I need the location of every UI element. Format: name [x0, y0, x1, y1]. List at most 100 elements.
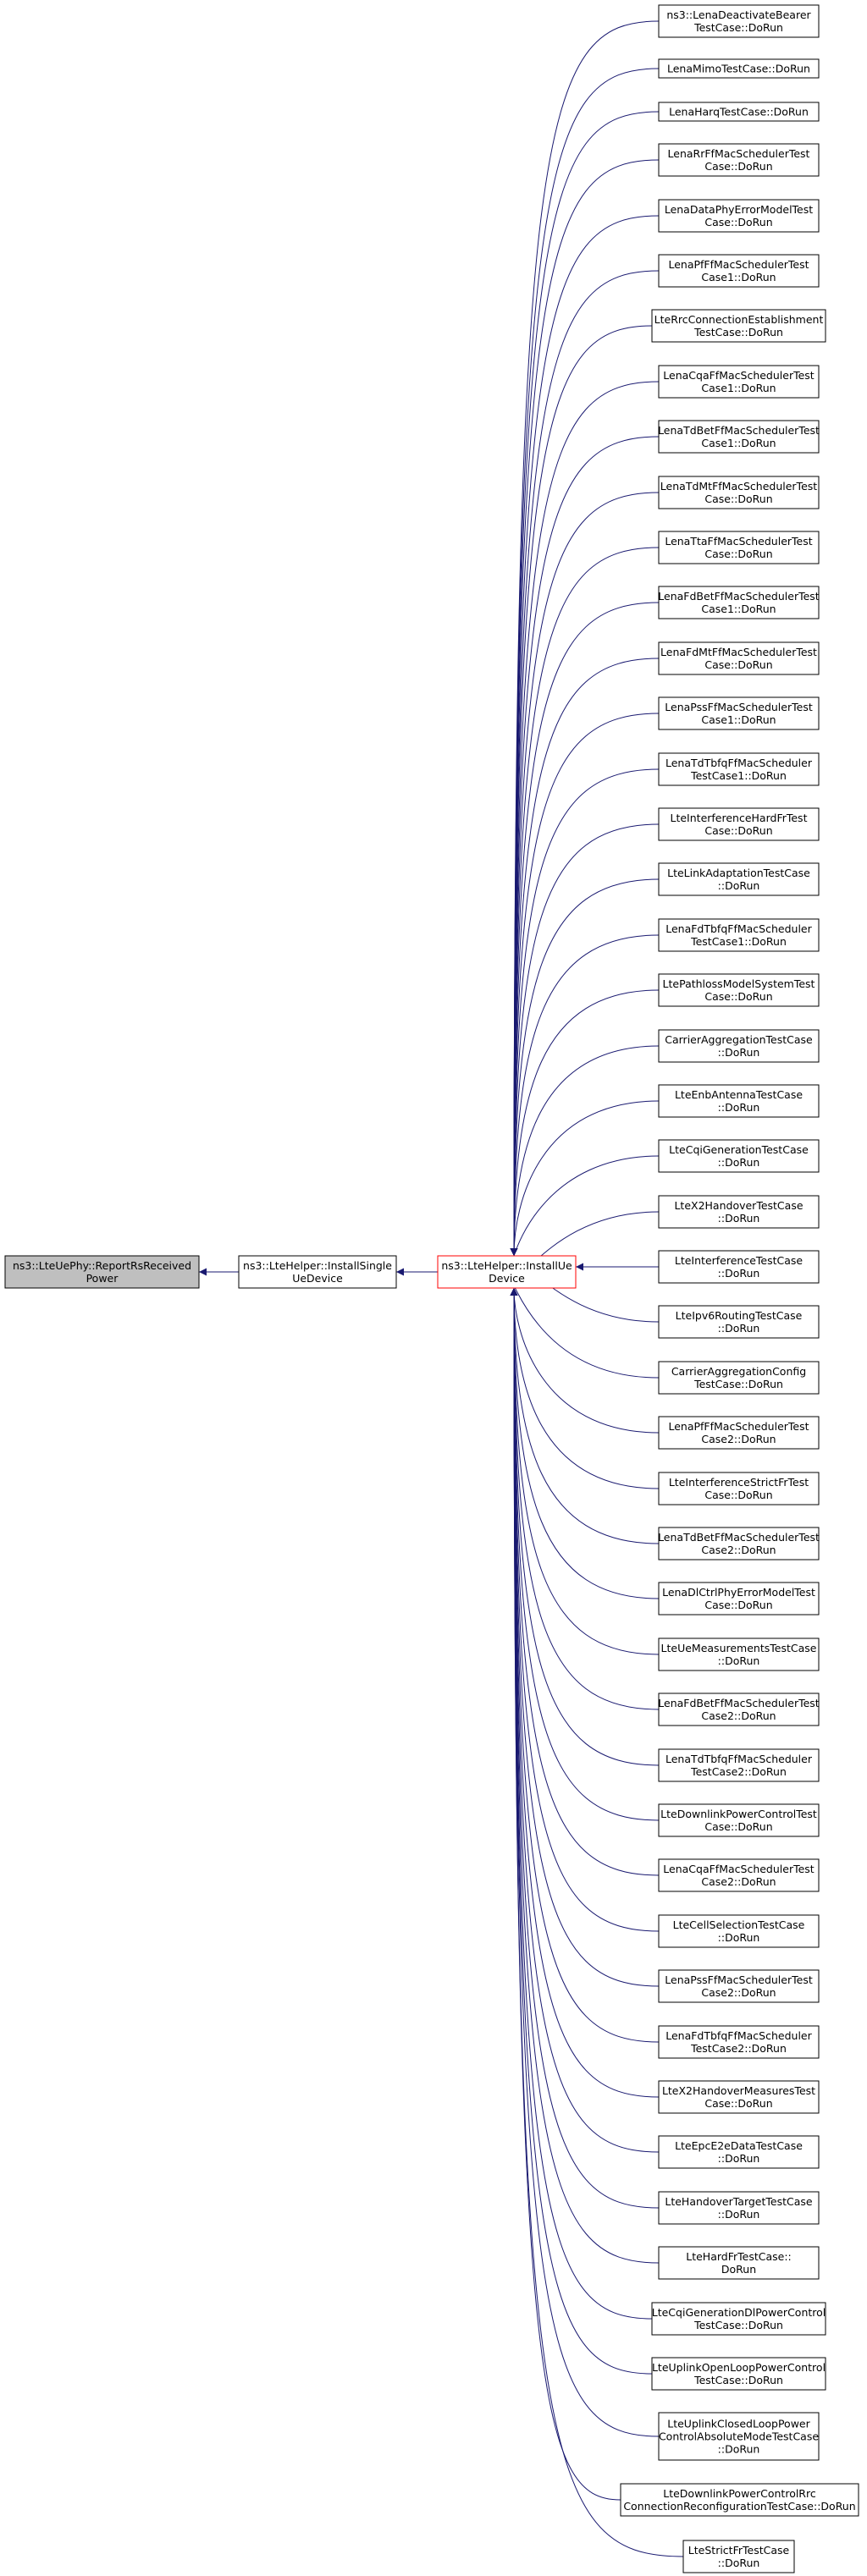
node-caller-c38-label-line: LenaFdTbfqFfMacScheduler	[665, 2029, 812, 2042]
node-caller-c23[interactable]: LteX2HandoverTestCase::DoRun	[658, 1195, 820, 1229]
node-caller-c39-label-line: LteX2HandoverMeasuresTest	[662, 2084, 815, 2097]
node-caller-c18-box	[658, 918, 820, 952]
node-caller-c42[interactable]: LteHardFrTestCase::DoRun	[658, 2246, 820, 2280]
node-report-rs-received-power-label-line: ns3::LteUePhy::ReportRsReceived	[13, 1259, 191, 1272]
edge-c17-to-install-ue	[510, 878, 660, 1257]
node-caller-c08-label-line: Case1::DoRun	[701, 382, 776, 394]
edge-c15-to-install-ue	[510, 768, 660, 1257]
edge-c10-to-install-ue	[510, 492, 660, 1257]
node-caller-c45-label-line: LteUplinkClosedLoopPower	[667, 2418, 810, 2430]
node-caller-c17-label-line: LteLinkAdaptationTestCase	[667, 867, 810, 879]
node-caller-c22[interactable]: LteCqiGenerationTestCase::DoRun	[658, 1139, 820, 1173]
node-caller-c46[interactable]: LteDownlinkPowerControlRrcConnectionReco…	[620, 2483, 859, 2517]
edge-c41-to-install-ue	[510, 1287, 660, 2209]
node-caller-c41-label-line: LteHandoverTargetTestCase	[665, 2195, 813, 2208]
node-caller-c05-label-line: LenaDataPhyErrorModelTest	[665, 203, 813, 216]
node-caller-c09-label-line: LenaTdBetFfMacSchedulerTest	[658, 424, 820, 437]
node-caller-c43-label-line: TestCase::DoRun	[693, 2319, 783, 2331]
node-caller-c07[interactable]: LteRrcConnectionEstablishmentTestCase::D…	[651, 309, 826, 343]
edge-c11-to-install-ue	[510, 547, 660, 1257]
node-caller-c10-box	[658, 476, 820, 509]
node-caller-c36[interactable]: LteCellSelectionTestCase::DoRun	[658, 1914, 820, 1948]
node-caller-c03[interactable]: LenaHarqTestCase::DoRun	[658, 102, 820, 122]
node-caller-c41[interactable]: LteHandoverTargetTestCase::DoRun	[658, 2191, 820, 2225]
edge-c18-to-install-ue	[510, 934, 660, 1257]
node-caller-c19-label-line: Case::DoRun	[704, 990, 772, 1003]
edge-c40-to-install-ue	[510, 1287, 660, 2153]
node-caller-c28-label-line: Case::DoRun	[704, 1489, 772, 1501]
node-caller-c12-box	[658, 586, 820, 619]
node-caller-c14-box	[658, 696, 820, 730]
node-caller-c16-label-line: Case::DoRun	[704, 824, 772, 837]
node-caller-c05-label-line: Case::DoRun	[704, 216, 772, 228]
node-caller-c07-label-line: LteRrcConnectionEstablishment	[654, 313, 824, 326]
node-caller-c19-label-line: LtePathlossModelSystemTest	[663, 977, 815, 990]
node-caller-c21[interactable]: LteEnbAntennaTestCase::DoRun	[658, 1084, 820, 1118]
node-caller-c02-box	[658, 58, 820, 79]
node-caller-c02[interactable]: LenaMimoTestCase::DoRun	[658, 58, 820, 79]
node-caller-c39-label-line: Case::DoRun	[704, 2097, 772, 2110]
node-caller-c04-label-line: Case::DoRun	[704, 160, 772, 173]
node-caller-c45[interactable]: LteUplinkClosedLoopPowerControlAbsoluteM…	[658, 2412, 820, 2461]
node-caller-c29-label-line: LenaTdBetFfMacSchedulerTest	[658, 1531, 820, 1544]
node-caller-c17-label-line: ::DoRun	[718, 879, 760, 892]
node-caller-c24[interactable]: LteInterferenceTestCase::DoRun	[658, 1250, 820, 1284]
node-caller-c40[interactable]: LteEpcE2eDataTestCase::DoRun	[658, 2135, 820, 2169]
node-caller-c22-box	[658, 1139, 820, 1173]
node-caller-c31[interactable]: LteUeMeasurementsTestCase::DoRun	[658, 1638, 820, 1671]
node-caller-c32-label-line: LenaFdBetFfMacSchedulerTest	[658, 1697, 820, 1709]
edge-c43-to-install-ue	[510, 1287, 653, 2320]
edge-c12-to-install-ue	[510, 602, 660, 1257]
edge-c03-to-install-ue	[510, 111, 660, 1257]
edge-c01-to-install-ue	[510, 20, 660, 1257]
node-caller-c23-box	[658, 1195, 820, 1229]
node-caller-c31-label-line: LteUeMeasurementsTestCase	[661, 1642, 817, 1654]
node-caller-c25[interactable]: LteIpv6RoutingTestCase::DoRun	[658, 1305, 820, 1339]
node-caller-c27-box	[658, 1416, 820, 1450]
edge-c07-to-install-ue	[510, 325, 653, 1257]
node-caller-c13-label-line: Case::DoRun	[704, 658, 772, 671]
node-caller-c01-label-line: TestCase::DoRun	[693, 21, 783, 34]
node-caller-c43[interactable]: LteCqiGenerationDlPowerControlTestCase::…	[651, 2302, 826, 2336]
node-caller-c44[interactable]: LteUplinkOpenLoopPowerControlTestCase::D…	[651, 2357, 826, 2391]
node-caller-c14-label-line: Case1::DoRun	[701, 713, 776, 726]
node-caller-c17[interactable]: LteLinkAdaptationTestCase::DoRun	[658, 862, 820, 896]
node-caller-c20[interactable]: CarrierAggregationTestCase::DoRun	[658, 1029, 820, 1063]
node-caller-c28-box	[658, 1472, 820, 1505]
node-report-rs-received-power-label-line: Power	[86, 1272, 119, 1285]
edge-c30-to-install-ue	[510, 1287, 660, 1599]
edge-c47-to-install-ue	[510, 1287, 684, 2557]
node-caller-c47[interactable]: LteStrictFrTestCase::DoRun	[682, 2540, 795, 2573]
